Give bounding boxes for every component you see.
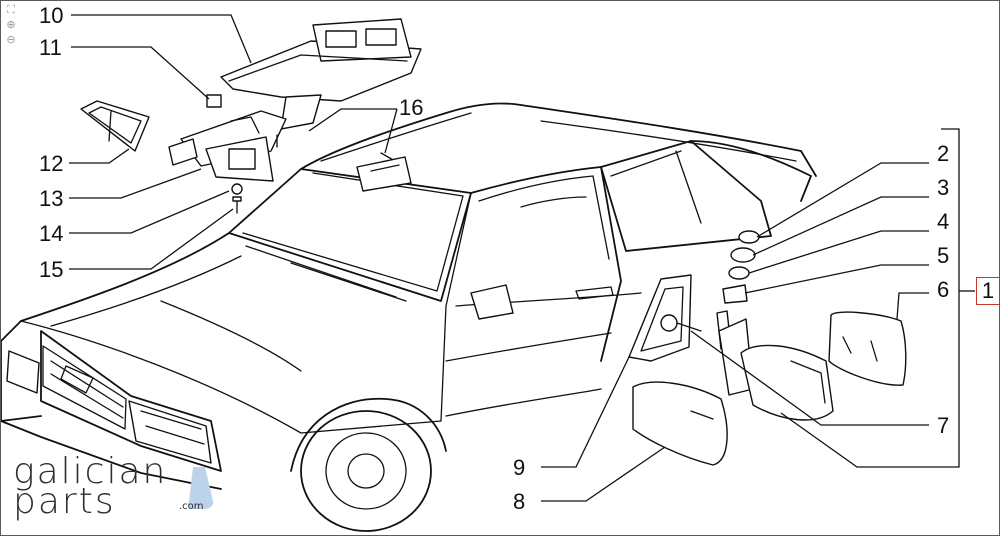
callout-9[interactable]: 9 — [513, 455, 525, 480]
logo-drop-icon — [187, 467, 214, 509]
callout-16[interactable]: 16 — [399, 95, 423, 120]
logo-suffix: .com — [179, 501, 204, 512]
callout-5[interactable]: 5 — [937, 243, 949, 268]
overhead-console-assembly — [80, 18, 422, 214]
callout-11[interactable]: 11 — [39, 35, 62, 60]
callout-1-box[interactable]: 1 — [976, 277, 999, 305]
callout-15[interactable]: 15 — [39, 257, 63, 282]
callout-10[interactable]: 10 — [39, 3, 63, 28]
callout-13[interactable]: 13 — [39, 186, 63, 211]
callout-2[interactable]: 2 — [937, 141, 949, 166]
callout-numbers: 10 11 12 13 14 15 16 2 3 4 5 6 7 9 8 — [39, 3, 949, 514]
exterior-mirror-exploded — [628, 230, 907, 466]
callout-3[interactable]: 3 — [937, 175, 949, 200]
galicianparts-logo: galician parts .com — [13, 453, 223, 523]
fit-page-icon[interactable]: ⛶ — [7, 3, 15, 16]
callout-12[interactable]: 12 — [39, 151, 63, 176]
callout-14[interactable]: 14 — [39, 221, 63, 246]
zoom-out-icon[interactable]: ⊖ — [6, 33, 16, 46]
callout-1: 1 — [981, 278, 995, 303]
callout-4[interactable]: 4 — [937, 209, 949, 234]
callout-6[interactable]: 6 — [937, 277, 949, 302]
leader-lines — [69, 14, 975, 502]
viewer-toolbar: ⛶ ⊕ ⊖ — [4, 3, 20, 48]
zoom-in-icon[interactable]: ⊕ — [6, 18, 16, 31]
logo-line-2: parts — [13, 481, 116, 522]
callout-8[interactable]: 8 — [513, 489, 525, 514]
logo-line-1: galician — [13, 451, 168, 492]
callout-7[interactable]: 7 — [937, 413, 949, 438]
